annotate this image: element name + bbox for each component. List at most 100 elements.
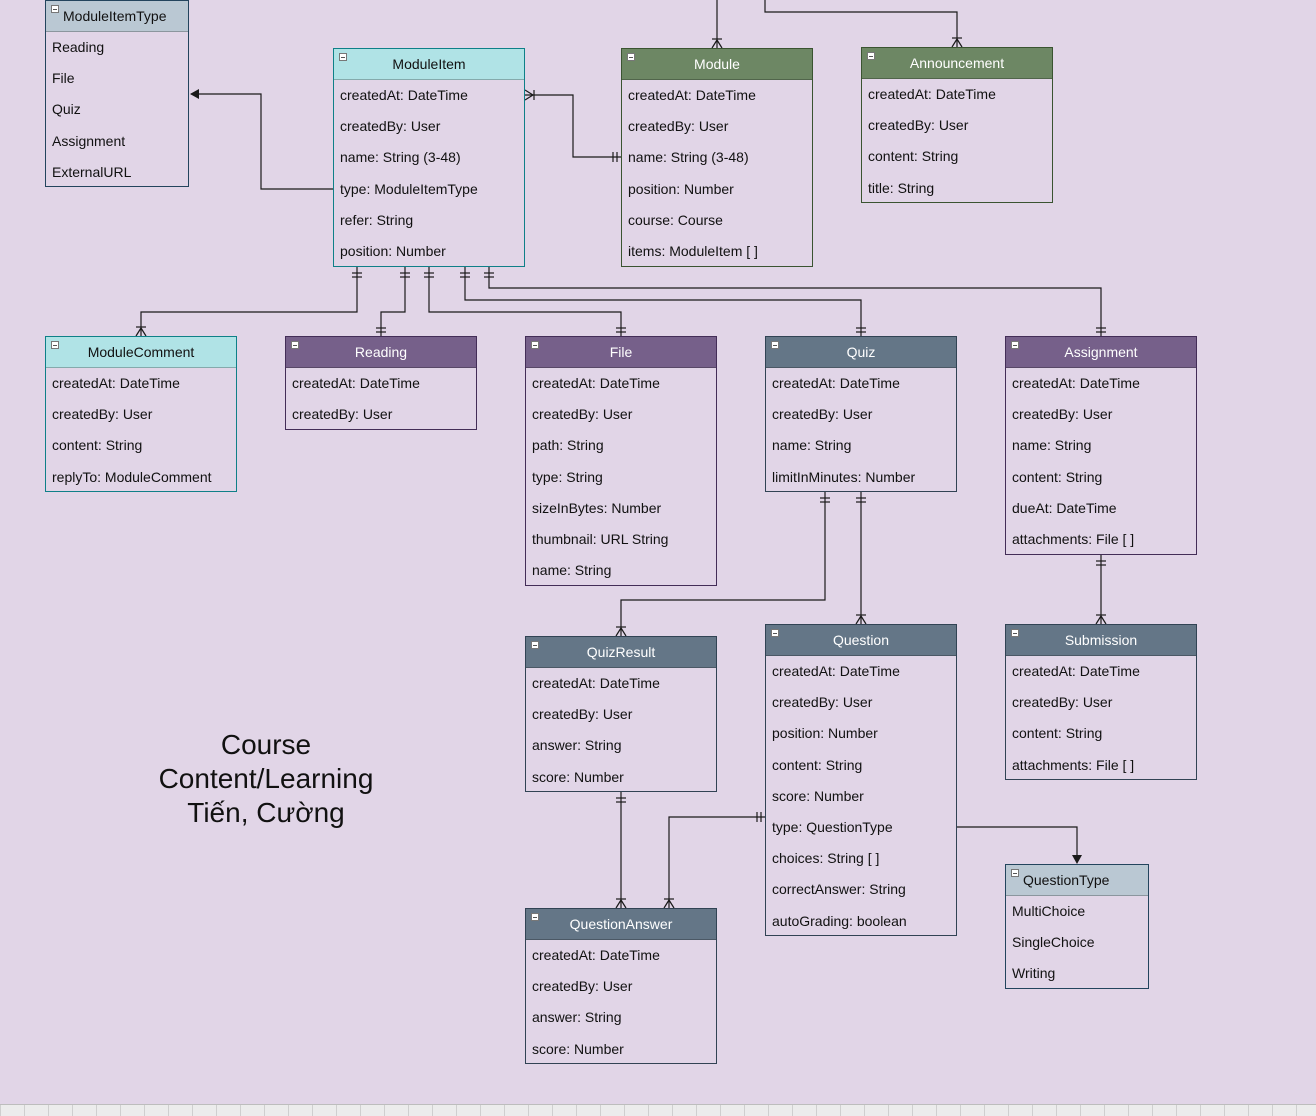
entity-field[interactable]: answer: String xyxy=(532,1009,622,1026)
entity-field[interactable]: createdAt: DateTime xyxy=(532,375,660,391)
entity-field[interactable]: createdAt: DateTime xyxy=(532,947,660,963)
collapse-icon[interactable] xyxy=(1011,869,1019,877)
entity-field[interactable]: thumbnail: URL String xyxy=(532,530,669,547)
collapse-icon[interactable] xyxy=(627,53,635,61)
entity-field[interactable]: Writing xyxy=(1012,965,1056,982)
entity-field[interactable]: replyTo: ModuleComment xyxy=(52,468,212,485)
entity-header[interactable]: QuizResult xyxy=(526,637,716,668)
entity-field[interactable]: createdAt: DateTime xyxy=(52,375,180,391)
entity-field[interactable]: type: QuestionType xyxy=(772,818,893,835)
entity-header[interactable]: Announcement xyxy=(862,48,1052,79)
entity-field[interactable]: createdAt: DateTime xyxy=(628,87,756,103)
entity-reading[interactable]: Reading createdAt: DateTime createdBy: Use… xyxy=(285,336,477,430)
collapse-icon[interactable] xyxy=(531,913,539,921)
entity-field[interactable]: choices: String [ ] xyxy=(772,850,880,867)
entity-field[interactable]: name: String xyxy=(772,437,852,454)
entity-field[interactable]: createdAt: DateTime xyxy=(1012,663,1140,679)
entity-field[interactable]: position: Number xyxy=(340,242,446,259)
entity-header[interactable]: Submission xyxy=(1006,625,1196,656)
entity-field[interactable]: content: String xyxy=(772,756,863,773)
entity-field[interactable]: createdAt: DateTime xyxy=(1012,375,1140,391)
collapse-icon[interactable] xyxy=(531,641,539,649)
entity-header[interactable]: Reading xyxy=(286,337,476,368)
entity-field[interactable]: createdBy: User xyxy=(1012,694,1113,711)
entity-field[interactable]: File xyxy=(52,70,75,87)
collapse-icon[interactable] xyxy=(291,341,299,349)
entity-field[interactable]: createdBy: User xyxy=(532,706,633,723)
entity-field[interactable]: attachments: File [ ] xyxy=(1012,530,1135,547)
entity-field[interactable]: createdBy: User xyxy=(532,978,633,995)
entity-header[interactable]: QuestionAnswer xyxy=(526,909,716,940)
entity-field[interactable]: createdBy: User xyxy=(532,406,633,423)
entity-module[interactable]: Module createdAt: DateTime createdBy: User… xyxy=(621,48,813,267)
entity-field[interactable]: name: String (3-48) xyxy=(340,149,461,166)
entity-field[interactable]: position: Number xyxy=(772,725,878,742)
collapse-icon[interactable] xyxy=(339,53,347,61)
entity-field[interactable]: createdAt: DateTime xyxy=(292,375,420,391)
entity-field[interactable]: createdAt: DateTime xyxy=(340,87,468,103)
entity-field[interactable]: type: String xyxy=(532,468,603,485)
entity-field[interactable]: answer: String xyxy=(532,737,622,754)
entity-questionanswer[interactable]: QuestionAnswer createdAt: DateTime created… xyxy=(525,908,717,1064)
entity-field[interactable]: type: ModuleItemType xyxy=(340,180,478,197)
entity-question[interactable]: Question createdAt: DateTime createdBy: Us… xyxy=(765,624,957,936)
entity-field[interactable]: ExternalURL xyxy=(52,163,132,180)
collapse-icon[interactable] xyxy=(531,341,539,349)
entity-field[interactable]: createdBy: User xyxy=(1012,406,1113,423)
entity-header[interactable]: Module xyxy=(622,49,812,80)
entity-field[interactable]: dueAt: DateTime xyxy=(1012,499,1117,516)
entity-field[interactable]: autoGrading: boolean xyxy=(772,912,907,929)
entity-field[interactable]: name: String (3-48) xyxy=(628,149,749,166)
entity-field[interactable]: createdAt: DateTime xyxy=(868,86,996,102)
entity-field[interactable]: title: String xyxy=(868,179,935,196)
entity-header[interactable]: QuestionType xyxy=(1006,865,1148,896)
collapse-icon[interactable] xyxy=(771,341,779,349)
entity-field[interactable]: items: ModuleItem [ ] xyxy=(628,242,758,259)
collapse-icon[interactable] xyxy=(867,52,875,60)
entity-field[interactable]: SingleChoice xyxy=(1012,934,1095,951)
entity-quizresult[interactable]: QuizResult createdAt: DateTime createdBy: … xyxy=(525,636,717,792)
entity-field[interactable]: createdAt: DateTime xyxy=(532,675,660,691)
entity-field[interactable]: createdBy: User xyxy=(340,118,441,135)
entity-field[interactable]: Quiz xyxy=(52,101,81,118)
entity-field[interactable]: position: Number xyxy=(628,180,734,197)
entity-field[interactable]: createdBy: User xyxy=(292,406,393,423)
entity-field[interactable]: score: Number xyxy=(532,1040,624,1057)
entity-field[interactable]: createdBy: User xyxy=(628,118,729,135)
entity-field[interactable]: name: String xyxy=(1012,437,1092,454)
entity-header[interactable]: ModuleItem xyxy=(334,49,524,80)
entity-field[interactable]: score: Number xyxy=(532,768,624,785)
entity-header[interactable]: File xyxy=(526,337,716,368)
entity-assignment[interactable]: Assignment createdAt: DateTime createdBy: … xyxy=(1005,336,1197,555)
collapse-icon[interactable] xyxy=(51,341,59,349)
entity-field[interactable]: content: String xyxy=(52,437,143,454)
entity-field[interactable]: refer: String xyxy=(340,211,414,228)
entity-field[interactable]: createdBy: User xyxy=(772,694,873,711)
entity-field[interactable]: createdBy: User xyxy=(772,406,873,423)
entity-header[interactable]: Quiz xyxy=(766,337,956,368)
entity-field[interactable]: name: String xyxy=(532,562,612,579)
entity-header[interactable]: Question xyxy=(766,625,956,656)
entity-file[interactable]: File createdAt: DateTime createdBy: User pa… xyxy=(525,336,717,586)
entity-field[interactable]: score: Number xyxy=(772,787,864,804)
entity-field[interactable]: limitInMinutes: Number xyxy=(772,468,916,485)
entity-field[interactable]: createdAt: DateTime xyxy=(772,663,900,679)
collapse-icon[interactable] xyxy=(771,629,779,637)
entity-field[interactable]: Assignment xyxy=(52,132,126,149)
entity-field[interactable]: attachments: File [ ] xyxy=(1012,756,1135,773)
entity-header[interactable]: Assignment xyxy=(1006,337,1196,368)
collapse-icon[interactable] xyxy=(51,5,59,13)
entity-submission[interactable]: Submission createdAt: DateTime createdBy: … xyxy=(1005,624,1197,780)
entity-field[interactable]: MultiChoice xyxy=(1012,903,1086,919)
entity-field[interactable]: path: String xyxy=(532,437,604,454)
entity-field[interactable]: content: String xyxy=(1012,725,1103,742)
entity-field[interactable]: course: Course xyxy=(628,211,723,228)
entity-field[interactable]: createdAt: DateTime xyxy=(772,375,900,391)
entity-field[interactable]: Reading xyxy=(52,39,105,55)
entity-quiz[interactable]: Quiz createdAt: DateTime createdBy: User na… xyxy=(765,336,957,492)
entity-header[interactable]: ModuleItemType xyxy=(46,1,188,32)
